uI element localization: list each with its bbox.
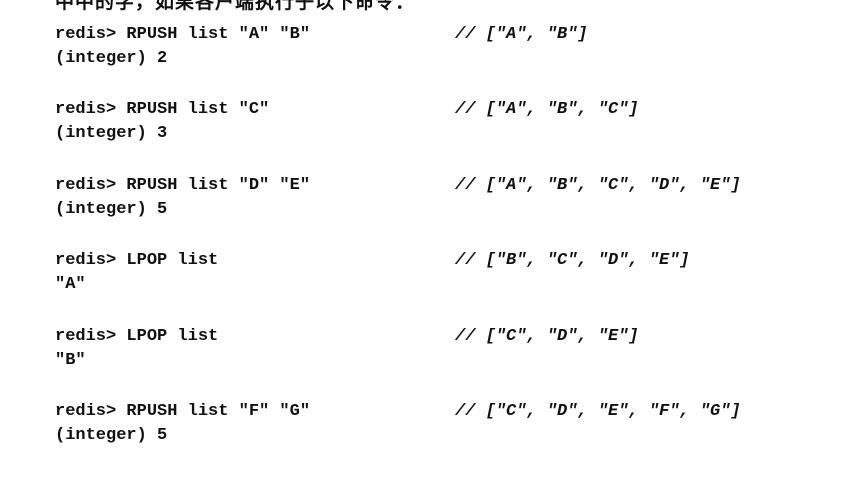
command-line: redis> RPUSH list "D" "E" // ["A", "B", … — [55, 176, 741, 200]
command-line: redis> LPOP list // ["B", "C", "D", "E"] — [55, 251, 690, 275]
redis-command: redis> LPOP list — [55, 251, 219, 270]
command-result: (integer) 2 — [55, 49, 168, 68]
redis-command: redis> RPUSH list "C" — [55, 100, 270, 119]
code-entry: redis> RPUSH list "A" "B" // ["A", "B"] … — [55, 25, 588, 73]
redis-command: redis> LPOP list — [55, 327, 219, 346]
code-entry: redis> RPUSH list "D" "E" // ["A", "B", … — [55, 176, 741, 224]
list-state-comment: // ["B", "C", "D", "E"] — [455, 251, 690, 270]
redis-command: redis> RPUSH list "D" "E" — [55, 176, 311, 195]
command-result: "A" — [55, 275, 86, 294]
code-entry: redis> LPOP list // ["C", "D", "E"] "B" — [55, 327, 639, 375]
command-result: (integer) 5 — [55, 200, 168, 219]
header-text-fragment: 中中的字，如果各户端执行子以下命令： — [55, 0, 416, 13]
list-state-comment: // ["A", "B", "C", "D", "E"] — [455, 176, 741, 195]
command-line: redis> RPUSH list "F" "G" // ["C", "D", … — [55, 402, 741, 426]
list-state-comment: // ["C", "D", "E"] — [455, 327, 639, 346]
code-entry: redis> LPOP list // ["B", "C", "D", "E"]… — [55, 251, 690, 299]
command-line: redis> LPOP list // ["C", "D", "E"] — [55, 327, 639, 351]
command-result: "B" — [55, 351, 86, 370]
code-entry: redis> RPUSH list "F" "G" // ["C", "D", … — [55, 402, 741, 450]
command-result: (integer) 3 — [55, 124, 168, 143]
list-state-comment: // ["C", "D", "E", "F", "G"] — [455, 402, 741, 421]
code-entry: redis> RPUSH list "C" // ["A", "B", "C"]… — [55, 100, 639, 148]
list-state-comment: // ["A", "B", "C"] — [455, 100, 639, 119]
list-state-comment: // ["A", "B"] — [455, 25, 588, 44]
document-page: 中中的字，如果各户端执行子以下命令： redis> RPUSH list "A"… — [55, 0, 741, 450]
command-result: (integer) 5 — [55, 426, 168, 445]
command-line: redis> RPUSH list "A" "B" // ["A", "B"] — [55, 25, 588, 49]
command-line: redis> RPUSH list "C" // ["A", "B", "C"] — [55, 100, 639, 124]
redis-command: redis> RPUSH list "F" "G" — [55, 402, 311, 421]
redis-command: redis> RPUSH list "A" "B" — [55, 25, 311, 44]
